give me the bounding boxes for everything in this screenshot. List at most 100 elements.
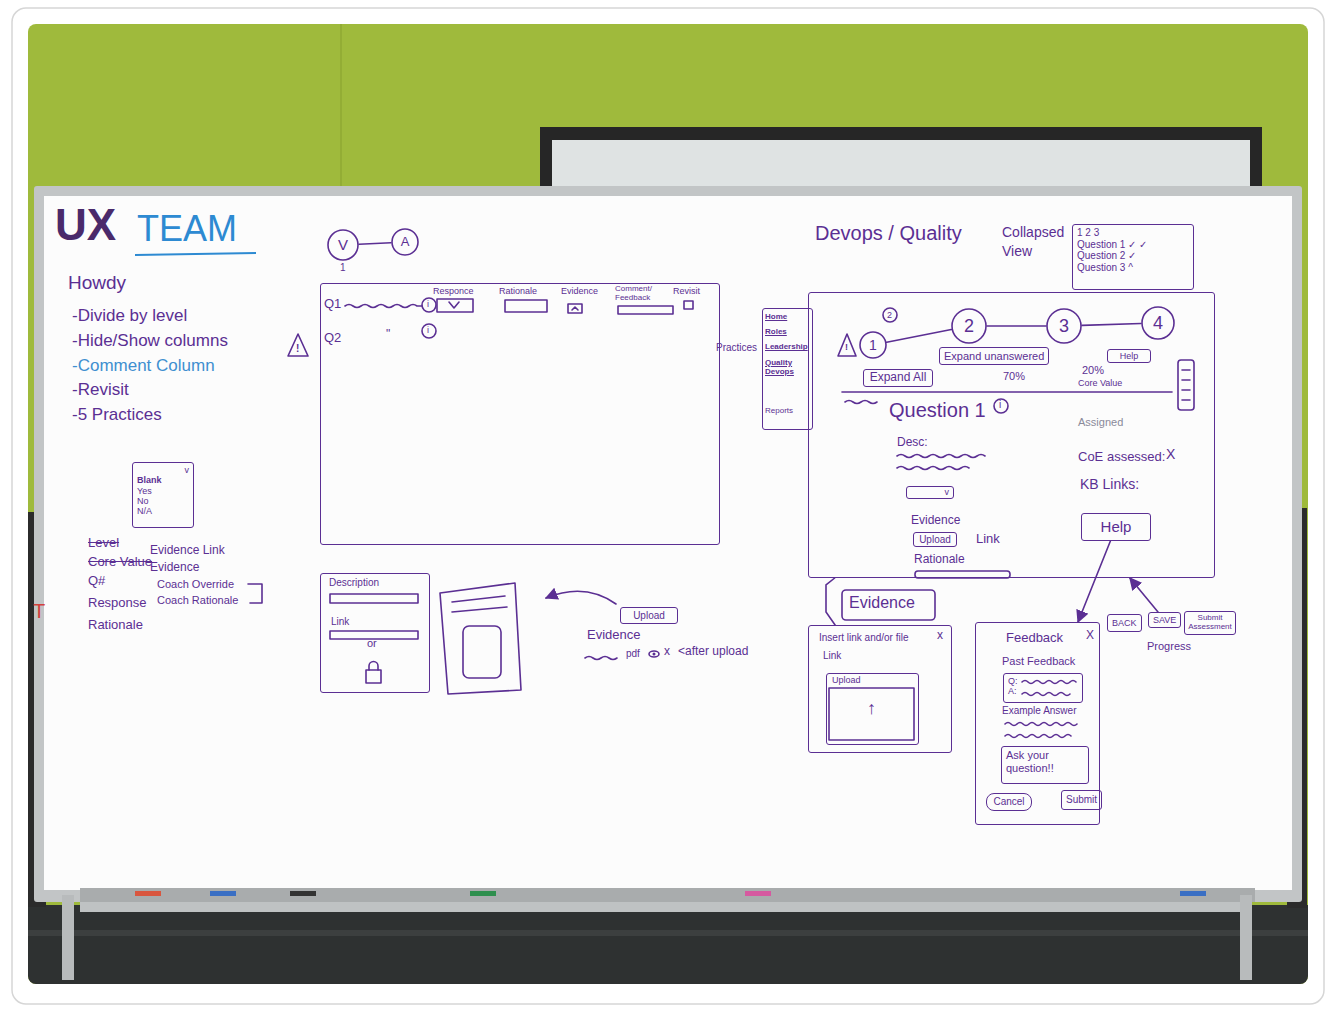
text-slot: Past Feedback [1002, 655, 1075, 668]
field-label: KB Links: [1080, 476, 1139, 492]
note-text: Howdy [68, 272, 126, 294]
question-input: Ask your question!! [1001, 746, 1089, 784]
ditto-mark: " [386, 328, 390, 342]
callout-number: 1 [340, 262, 346, 274]
node-text: Question 2 ✓ [1077, 250, 1189, 262]
node-text: 1 [869, 337, 877, 353]
label-slot: Evidence [587, 628, 640, 643]
text-slot: x [937, 629, 943, 643]
title-text: TEAM [137, 208, 237, 249]
node-text: SAVE [1153, 615, 1176, 625]
past-feedback-box: Q:A: [1003, 673, 1083, 703]
node-text: Yes [137, 486, 189, 496]
submit-button: Submit [1061, 790, 1102, 810]
collapsed-view: 1 2 3Question 1 ✓ ✓Question 2 ✓Question … [1072, 224, 1194, 290]
connector [826, 578, 835, 625]
step-circle: 3 [1046, 308, 1082, 344]
info-icon: i [999, 399, 1001, 411]
label-slot: Rationale [88, 618, 143, 633]
node-text: v [945, 487, 950, 497]
list-item: -Hide/Show columns [72, 331, 228, 351]
label-slot: Progress [1147, 640, 1191, 653]
node-text: Upload [832, 675, 861, 685]
label-slot: Response [88, 596, 147, 611]
text-slot: Q2 [324, 331, 341, 346]
text-slot: Q1 [324, 297, 341, 312]
upload-button: Upload [620, 607, 678, 624]
warning-mark: ! [845, 342, 848, 352]
back-button: BACK [1107, 614, 1142, 632]
progress-value: 70% [1003, 370, 1025, 383]
node-text: Rationale [499, 286, 537, 296]
label-slot: -Divide by level [72, 306, 187, 326]
connector [1078, 541, 1110, 622]
label-slot: Core Value [1078, 378, 1122, 388]
response-table: ResponceRationaleEvidenceComment/ Feedba… [320, 283, 720, 545]
edge-mark: T [33, 600, 45, 623]
label-slot: <after upload [678, 645, 748, 659]
step-circle: 1 [859, 331, 887, 359]
note-text: <after upload [678, 645, 748, 659]
field-label: Link [976, 532, 1000, 547]
step-circle: 2 [951, 308, 987, 344]
connector [1130, 578, 1158, 612]
connector [887, 330, 952, 343]
close-mark: X [1166, 446, 1175, 462]
text-slot: Link [823, 650, 841, 662]
circle-outline [1142, 307, 1174, 339]
text-slot: Comment/ Feedback [615, 284, 665, 302]
node-text: x [937, 629, 943, 643]
field-name: Core Value [88, 555, 152, 570]
faded-text: Assigned [1078, 416, 1123, 429]
upload-button: Upload [913, 532, 957, 547]
label-slot: i [427, 299, 429, 309]
expand-unanswered-button: Expand unanswered [939, 347, 1049, 365]
label-slot: Practices [716, 342, 757, 354]
node-text: Ask your question!! [1006, 749, 1084, 774]
cancel-button: Cancel [986, 793, 1032, 811]
dropdown-list: vBlankYesNoN/A [132, 462, 194, 528]
node-text: Expand All [870, 371, 927, 385]
step-circle: 4 [1141, 306, 1175, 340]
field-name: Evidence [150, 561, 199, 575]
label-slot: TEAM [137, 208, 237, 249]
text-slot: X [1086, 629, 1094, 643]
feedback-modal: FeedbackXPast FeedbackExample AnswerQ:A:… [975, 622, 1100, 825]
expand-all-button: Expand All [863, 369, 933, 387]
node-text: 3 [1059, 316, 1069, 337]
field-name: Level [88, 536, 119, 551]
label-slot: ! [296, 343, 299, 355]
label-slot: KB Links: [1080, 476, 1139, 492]
note-text: Collapsed [1002, 224, 1064, 240]
text-slot: Rationale [499, 286, 537, 296]
list-item: -Divide by level [72, 306, 187, 326]
circle-outline [860, 332, 886, 358]
state-circle: A [391, 228, 419, 256]
close-mark: x [664, 645, 670, 659]
list-item: -Revisit [72, 380, 129, 400]
node-text: v [137, 465, 189, 475]
node-text: Description [329, 577, 379, 589]
connector [987, 325, 1046, 327]
label-slot: Evidence Link [150, 544, 225, 558]
label-slot: CoE assessed: [1078, 450, 1165, 465]
node-text: Question 3 ^ [1077, 262, 1189, 274]
node-text: Reports [765, 406, 810, 415]
label-slot: -Revisit [72, 380, 129, 400]
text-slot: Feedback [1006, 631, 1063, 646]
node-text: A: [1008, 686, 1078, 696]
connector [359, 243, 391, 245]
node-text: Home [765, 312, 810, 321]
label-slot: T [33, 600, 45, 623]
node-text: X [1086, 629, 1094, 643]
node-text: ↑ [867, 698, 876, 719]
connector [1082, 324, 1141, 326]
label-slot: Coach Override [157, 578, 234, 591]
label-slot: Core Value [88, 555, 152, 570]
node-text: Link [331, 616, 349, 628]
node-text: Feedback [1006, 631, 1063, 646]
label-slot: 1 [340, 262, 346, 274]
node-text: BACK [1112, 618, 1137, 628]
note-text: Evidence [587, 628, 640, 643]
